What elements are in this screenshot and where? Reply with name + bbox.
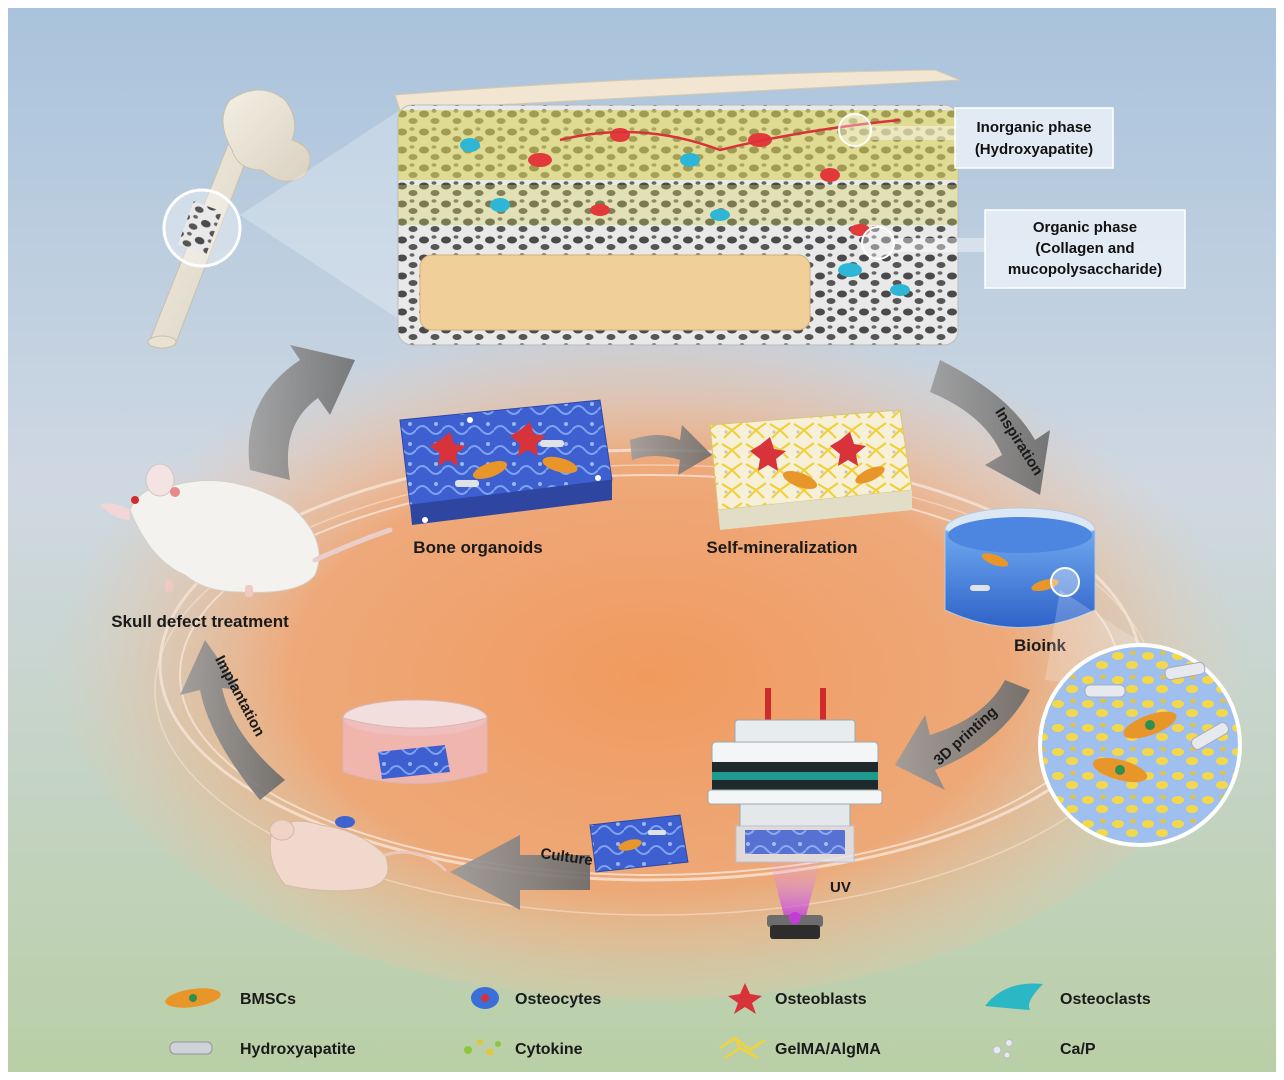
legend: BMSCs Osteocytes Osteoblasts OsteoclastsHyd…	[165, 983, 1151, 1060]
legend-item: Osteocytes	[471, 987, 601, 1009]
ca-p-dots-icon	[992, 1039, 1013, 1059]
gelma-network-icon	[719, 1036, 766, 1060]
hydroxyapatite-rod-icon	[169, 1041, 213, 1055]
inorganic-phase-label: Inorganic phase	[976, 119, 1091, 136]
uv-beam	[770, 862, 820, 920]
legend-label: Cytokine	[515, 1041, 583, 1058]
mineralization-arrow	[630, 425, 712, 475]
legend-label: Hydroxyapatite	[240, 1041, 356, 1058]
legend-label: GelMA/AlgMA	[775, 1041, 881, 1058]
return-to-bone-arrow	[248, 345, 355, 480]
organic-phase-callout: Organic phase (Collagen and mucopolysacc…	[984, 209, 1186, 289]
legend-item: Ca/P	[992, 1039, 1096, 1059]
printing-arrow	[895, 680, 1030, 790]
white-rat-illustration	[100, 463, 393, 597]
bone-organoids-label: Bone organoids	[413, 538, 542, 557]
skull-defect-label: Skull defect treatment	[111, 612, 289, 631]
organic-phase-label: Organic phase	[1033, 219, 1137, 236]
legend-item: Osteoblasts	[728, 983, 867, 1014]
legend-item: Cytokine	[464, 1039, 583, 1058]
legend-item: GelMA/AlgMA	[719, 1036, 881, 1060]
compact-bone-layer	[419, 254, 811, 331]
cultured-organoid-block	[589, 814, 689, 873]
implantation-arrow	[180, 640, 285, 800]
inorganic-phase-sublabel: (Hydroxyapatite)	[975, 141, 1093, 158]
inorganic-zoom-circle	[838, 113, 872, 147]
3d-printer	[707, 688, 883, 939]
legend-item: Hydroxyapatite	[169, 1041, 356, 1058]
osteoclast-cell-icon	[985, 983, 1043, 1010]
legend-label: Osteoclasts	[1060, 991, 1151, 1008]
inspiration-arrow	[930, 360, 1050, 495]
bmsc-cell-icon	[165, 988, 221, 1008]
organic-phase-sublabel-1: (Collagen and	[1035, 240, 1134, 257]
bone-organoid-block	[399, 399, 613, 525]
legend-item: Osteoclasts	[985, 983, 1151, 1010]
organic-zoom-circle	[861, 226, 895, 260]
legend-label: Ca/P	[1060, 1041, 1096, 1058]
legend-label: BMSCs	[240, 991, 296, 1008]
organic-phase-sublabel-2: mucopolysaccharide)	[1008, 261, 1162, 278]
osteocyte-cell-icon	[471, 987, 499, 1009]
zoom-beam	[240, 110, 400, 320]
self-mineralization-block	[709, 409, 913, 530]
bone-cross-section	[394, 69, 985, 346]
nude-mouse-illustration	[269, 816, 447, 892]
inorganic-phase-callout: Inorganic phase (Hydroxyapatite)	[954, 107, 1114, 169]
cytokine-dots-icon	[464, 1039, 501, 1056]
bioink-magnified-view	[1038, 590, 1242, 847]
legend-item: BMSCs	[165, 988, 296, 1008]
uv-label: UV	[830, 879, 851, 896]
bioink-dish	[944, 507, 1096, 628]
culture-arrow	[450, 835, 590, 910]
femur-bone-illustration	[147, 89, 400, 349]
bioink-label: Bioink	[1014, 636, 1066, 655]
legend-label: Osteoblasts	[775, 991, 867, 1008]
culture-dish	[342, 699, 488, 784]
osteoblast-star-icon	[728, 983, 762, 1014]
self-mineralization-label: Self-mineralization	[706, 538, 857, 557]
legend-label: Osteocytes	[515, 991, 601, 1008]
